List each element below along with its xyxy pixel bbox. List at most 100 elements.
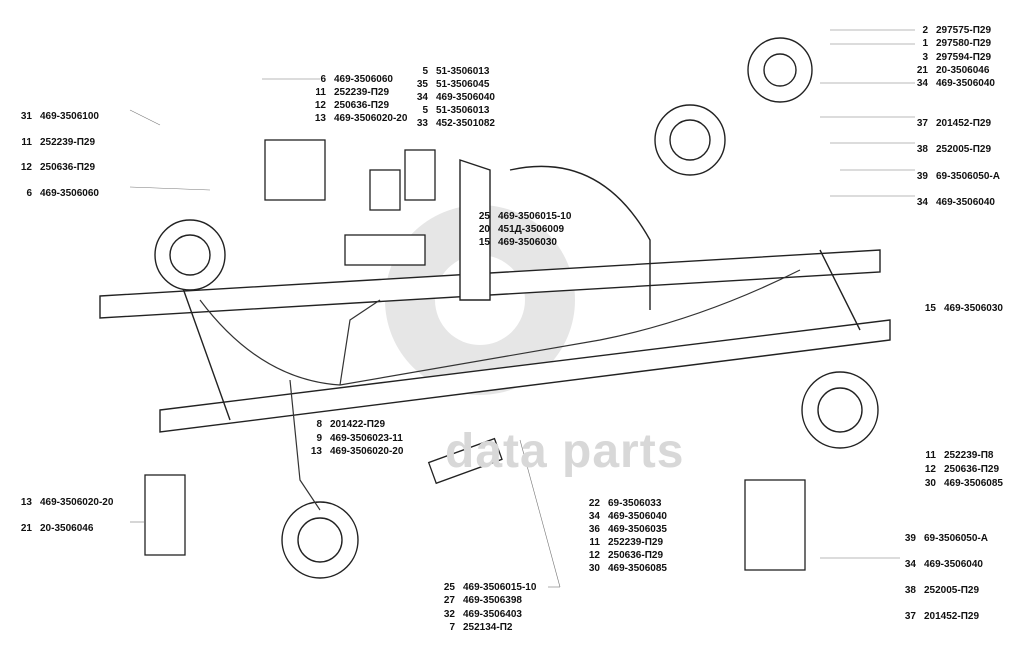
part-number: 469-3506060 [334,74,393,85]
part-number: 20-3506046 [40,523,94,534]
part-number: 469-3506398 [463,595,522,607]
callout-number: 3 [922,51,928,63]
callout-number: 37 [916,118,928,129]
part-number: 69-3506050-А [936,170,1000,182]
part-number: 452-3501082 [436,118,495,129]
part-number: 297580-П29 [936,38,992,50]
callout-number: 6 [320,74,326,85]
part-number: 469-3506030 [944,303,1003,314]
callout-number: 22 [588,498,600,509]
callout-number: 15 [924,303,936,314]
callout-row: 32 469-3506403 [437,608,536,621]
callout-number: 12 [314,100,326,111]
callout-number: 13 [20,497,32,508]
part-number: 469-3506100 [40,111,99,122]
part-number: 250636-П29 [608,550,664,561]
callout-number: 34 [588,511,600,522]
callout-number: 30 [588,563,600,574]
part-number: 250636-П29 [40,162,96,174]
callout-number: 25 [478,211,490,222]
callout-number: 37 [904,611,916,622]
callout-number: 11 [925,450,936,461]
callout-number: 39 [916,170,928,182]
part-number: 469-3506040 [924,559,983,570]
part-number: 469-3506020-20 [330,446,404,457]
callout-number: 9 [316,432,322,444]
part-number: 469-3506040 [436,92,495,103]
callout-number: 13 [310,446,322,457]
callout-number: 21 [916,64,928,76]
callout-row: 11 252239-П29 [14,130,99,156]
callout-number: 39 [904,533,916,544]
callout-number: 13 [314,113,326,124]
part-number: 469-3506403 [463,608,522,620]
callout-number: 1 [922,38,928,50]
part-number: 469-3506035 [608,524,667,535]
part-number: 69-3506033 [608,498,662,509]
part-number: 451Д-3506009 [498,224,565,235]
callout-row: 37 201452-П29 [910,111,1000,137]
callout-number: 6 [26,188,32,200]
part-number: 469-3506085 [944,478,1003,489]
callout-number: 34 [416,92,428,103]
callout-number: 34 [916,196,928,208]
callout-number: 33 [416,118,428,129]
part-number: 250636-П29 [944,464,1000,475]
part-number: 469-3506020-20 [334,113,408,124]
part-number: 469-3506040 [608,511,667,522]
part-number: 201452-П29 [936,118,992,129]
callout-number: 11 [21,136,32,148]
part-number: 250636-П29 [334,100,390,111]
callout-row: 13 469-3506020-20 [308,112,408,125]
callout-number: 5 [422,105,428,116]
callout-row: 12 250636-П29 [308,99,407,112]
callout-group-right-mid: 15 469-3506030 [918,302,1003,315]
part-number: 252239-П29 [40,136,96,148]
part-number: 252005-П29 [924,585,980,596]
part-number: 469-3506015-10 [463,582,537,593]
part-number: 20-3506046 [936,64,990,76]
callout-number: 12 [20,162,32,174]
callout-number: 5 [422,66,428,77]
callout-row: 12 250636-П29 [14,155,99,181]
part-number: 469-3506020-20 [40,497,114,508]
frame-rails [99,159,891,433]
callout-number: 11 [589,537,600,548]
callout-number: 30 [924,478,936,489]
callout-row: 22 69-3506033 [582,497,667,510]
callout-number: 2 [922,25,928,36]
callout-number: 32 [443,608,455,620]
part-number: 297575-П29 [936,25,992,36]
callout-row: 13 469-3506020-20 [14,490,114,516]
callout-number: 11 [315,87,326,98]
callout-number: 25 [443,582,455,593]
callout-number: 7 [449,621,455,633]
callout-row: 1 297580-П29 [910,37,995,50]
callout-row: 34 469-3506040 [582,510,667,523]
